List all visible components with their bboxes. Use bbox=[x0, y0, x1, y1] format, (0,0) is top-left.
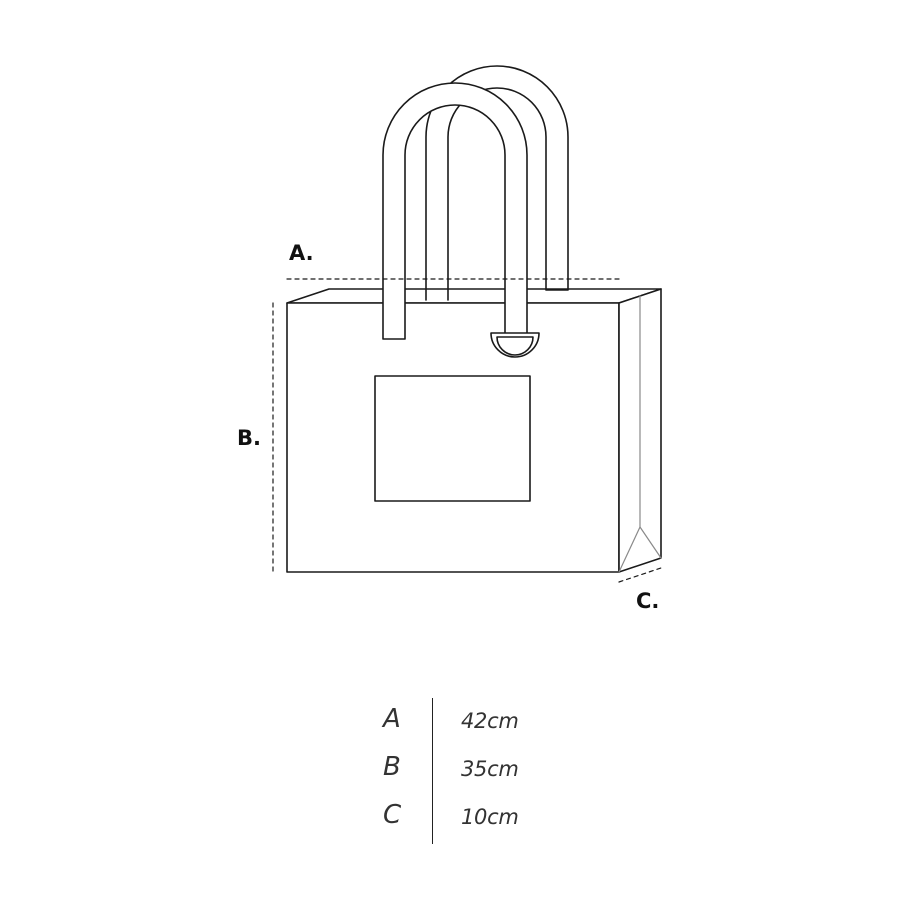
gusset-fold-triangle bbox=[618, 526, 662, 573]
d-ring-inner bbox=[496, 336, 534, 356]
bag-top-rim bbox=[286, 288, 662, 304]
dimension-b-label: B. bbox=[237, 426, 261, 450]
dimension-table: A 42cm B 35cm C 10cm bbox=[360, 698, 600, 844]
dimension-a-label: A. bbox=[289, 241, 314, 265]
dimension-row-a: A 42cm bbox=[360, 704, 600, 734]
front-handle bbox=[382, 82, 528, 340]
dimension-key: B bbox=[383, 752, 401, 782]
dimension-key: C bbox=[383, 800, 402, 830]
dimension-value: 35cm bbox=[461, 757, 519, 781]
dimension-value: 42cm bbox=[461, 709, 519, 733]
dimension-row-c: C 10cm bbox=[360, 800, 600, 830]
front-pocket bbox=[374, 375, 531, 502]
dimension-key: A bbox=[383, 704, 401, 734]
dimension-row-b: B 35cm bbox=[360, 752, 600, 782]
table-divider bbox=[432, 698, 433, 844]
dimension-value: 10cm bbox=[461, 805, 519, 829]
dimension-c-label: C. bbox=[636, 589, 660, 613]
